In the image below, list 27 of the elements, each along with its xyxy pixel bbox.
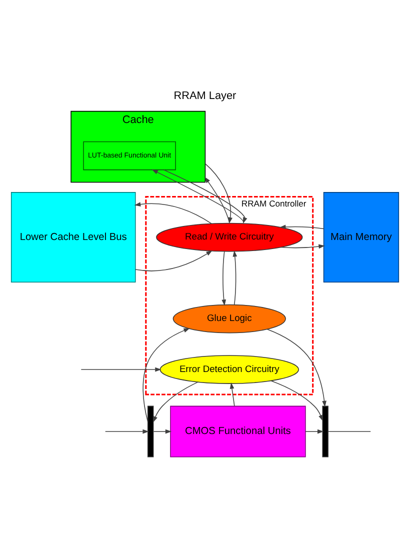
arrow — [142, 328, 190, 422]
arrow — [230, 382, 235, 406]
arrow — [80, 366, 162, 372]
node-box: CMOS Functional Units — [170, 405, 306, 457]
arrow — [152, 168, 244, 222]
arrow — [232, 250, 238, 305]
arrow — [204, 176, 230, 222]
arrow — [266, 328, 326, 407]
node-bar — [322, 405, 328, 457]
arrow — [222, 250, 226, 306]
diagram-title: RRAM Layer — [174, 89, 236, 102]
arrow — [164, 169, 248, 224]
arrow — [204, 162, 232, 224]
arrow — [270, 380, 323, 421]
arrow — [305, 428, 324, 434]
arrow — [134, 202, 212, 224]
arrow — [104, 428, 149, 434]
arrow — [279, 224, 324, 229]
arrow — [135, 250, 212, 271]
arrow — [152, 381, 198, 422]
node-ellipse: Error Detection Circuitry — [160, 354, 300, 384]
arrow — [280, 244, 325, 248]
node-box: Lower Cache Level Bus — [10, 192, 136, 282]
connector — [328, 430, 371, 432]
node-box: Main Memory — [323, 192, 400, 282]
node-bar — [147, 405, 154, 457]
arrow — [153, 428, 172, 434]
